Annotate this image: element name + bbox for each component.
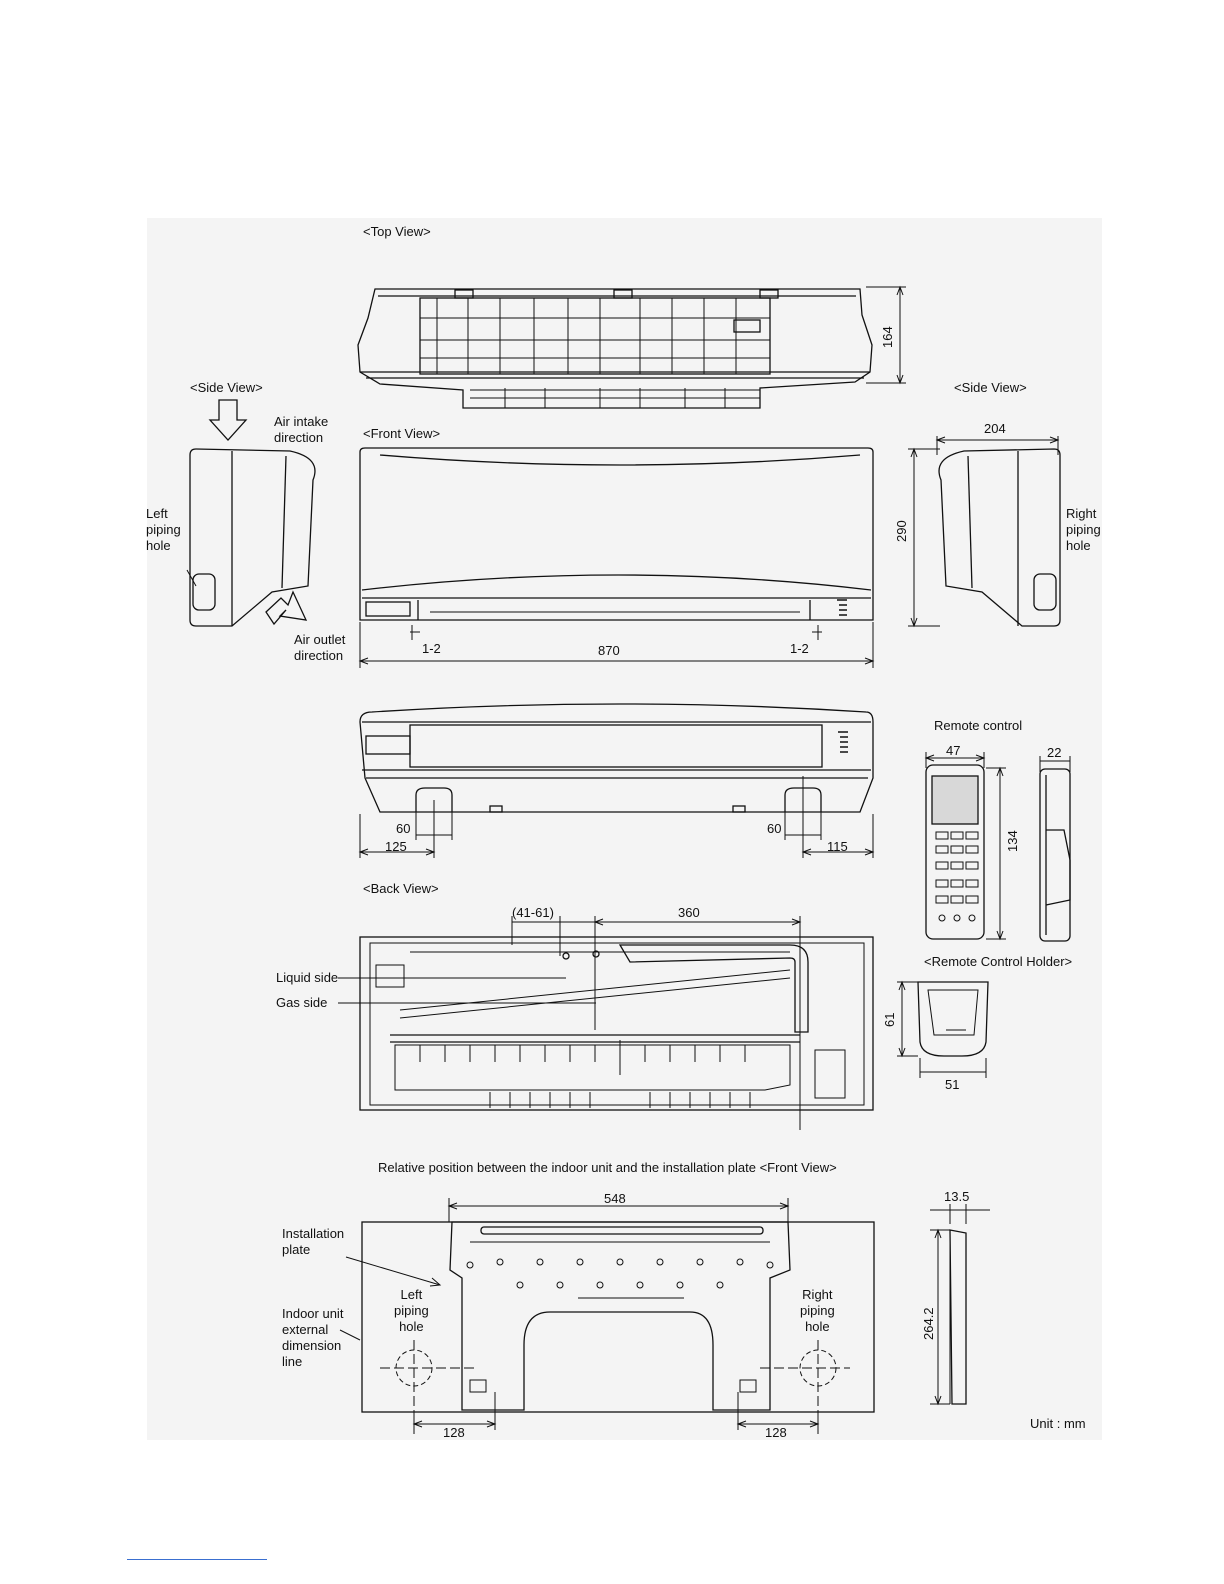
dim-back-360: 360 bbox=[678, 905, 700, 920]
label-liquid-side: Liquid side bbox=[276, 970, 339, 985]
dim-plate-left-128: 128 bbox=[443, 1425, 465, 1440]
dim-top-depth: 164 bbox=[880, 326, 895, 348]
remote-holder bbox=[917, 981, 989, 1057]
dim-side-width: 204 bbox=[984, 421, 1006, 436]
back-view-unit bbox=[359, 936, 874, 1111]
right-side-view bbox=[938, 448, 1061, 627]
back-view-dims bbox=[338, 916, 802, 1130]
dim-plate-side-depth: 13.5 bbox=[944, 1189, 970, 1204]
dim-plate-width: 548 bbox=[604, 1191, 626, 1206]
piping-hole-left bbox=[380, 1340, 475, 1435]
label-unit: Unit : mm bbox=[1030, 1416, 1086, 1431]
bottom-view-dims bbox=[358, 776, 875, 858]
dim-remote-depth: 22 bbox=[1047, 745, 1062, 760]
dim-bottom-right-offset: 115 bbox=[827, 839, 848, 854]
dim-remote-height: 134 bbox=[1005, 830, 1020, 852]
bottom-view-unit bbox=[359, 703, 874, 813]
installation-plate bbox=[449, 1221, 791, 1411]
dim-bottom-left-offset: 125 bbox=[385, 839, 407, 854]
plate-side-dims bbox=[930, 1204, 990, 1406]
plate-dims bbox=[339, 1198, 820, 1430]
title-top-view: <Top View> bbox=[363, 224, 431, 239]
dim-plate-right-128: 128 bbox=[765, 1425, 787, 1440]
footer-rule bbox=[127, 1559, 267, 1560]
dim-bottom-right-hole: 60 bbox=[767, 821, 782, 836]
label-remote-control: Remote control bbox=[934, 718, 1023, 733]
dim-front-width: 870 bbox=[598, 643, 620, 658]
remote-control-front bbox=[925, 764, 985, 940]
dim-remote-width: 47 bbox=[946, 743, 961, 758]
top-view-dim-164 bbox=[866, 285, 906, 385]
label-relative-position: Relative position between the indoor uni… bbox=[378, 1160, 837, 1175]
indoor-unit-outline bbox=[361, 1221, 875, 1413]
dim-plate-side-height: 264.2 bbox=[921, 1307, 936, 1340]
drawing-background bbox=[147, 218, 1102, 1440]
dim-front-gap-right: 1-2 bbox=[790, 641, 809, 656]
holder-dims bbox=[897, 980, 987, 1078]
dim-holder-width: 51 bbox=[945, 1077, 960, 1092]
plate-side-section bbox=[949, 1229, 967, 1405]
remote-control-side bbox=[1039, 768, 1071, 942]
dim-height: 290 bbox=[894, 520, 909, 542]
dim-back-range: (41-61) bbox=[512, 905, 554, 920]
dim-bottom-left-hole: 60 bbox=[396, 821, 411, 836]
title-side-view-left: <Side View> bbox=[190, 380, 263, 395]
label-gas-side: Gas side bbox=[276, 995, 328, 1010]
right-side-dims bbox=[908, 436, 1060, 628]
front-view-dims bbox=[358, 622, 875, 668]
title-back-view: <Back View> bbox=[363, 881, 439, 896]
top-view-unit bbox=[357, 288, 873, 409]
dim-holder-height: 61 bbox=[882, 1012, 897, 1027]
remote-dims bbox=[924, 752, 1071, 941]
piping-hole-right bbox=[760, 1340, 850, 1435]
front-view-unit bbox=[359, 447, 874, 621]
dim-front-gap-left: 1-2 bbox=[422, 641, 441, 656]
left-side-view bbox=[186, 399, 316, 627]
title-remote-holder: <Remote Control Holder> bbox=[924, 954, 1073, 969]
title-front-view: <Front View> bbox=[363, 426, 441, 441]
title-side-view-right: <Side View> bbox=[954, 380, 1027, 395]
